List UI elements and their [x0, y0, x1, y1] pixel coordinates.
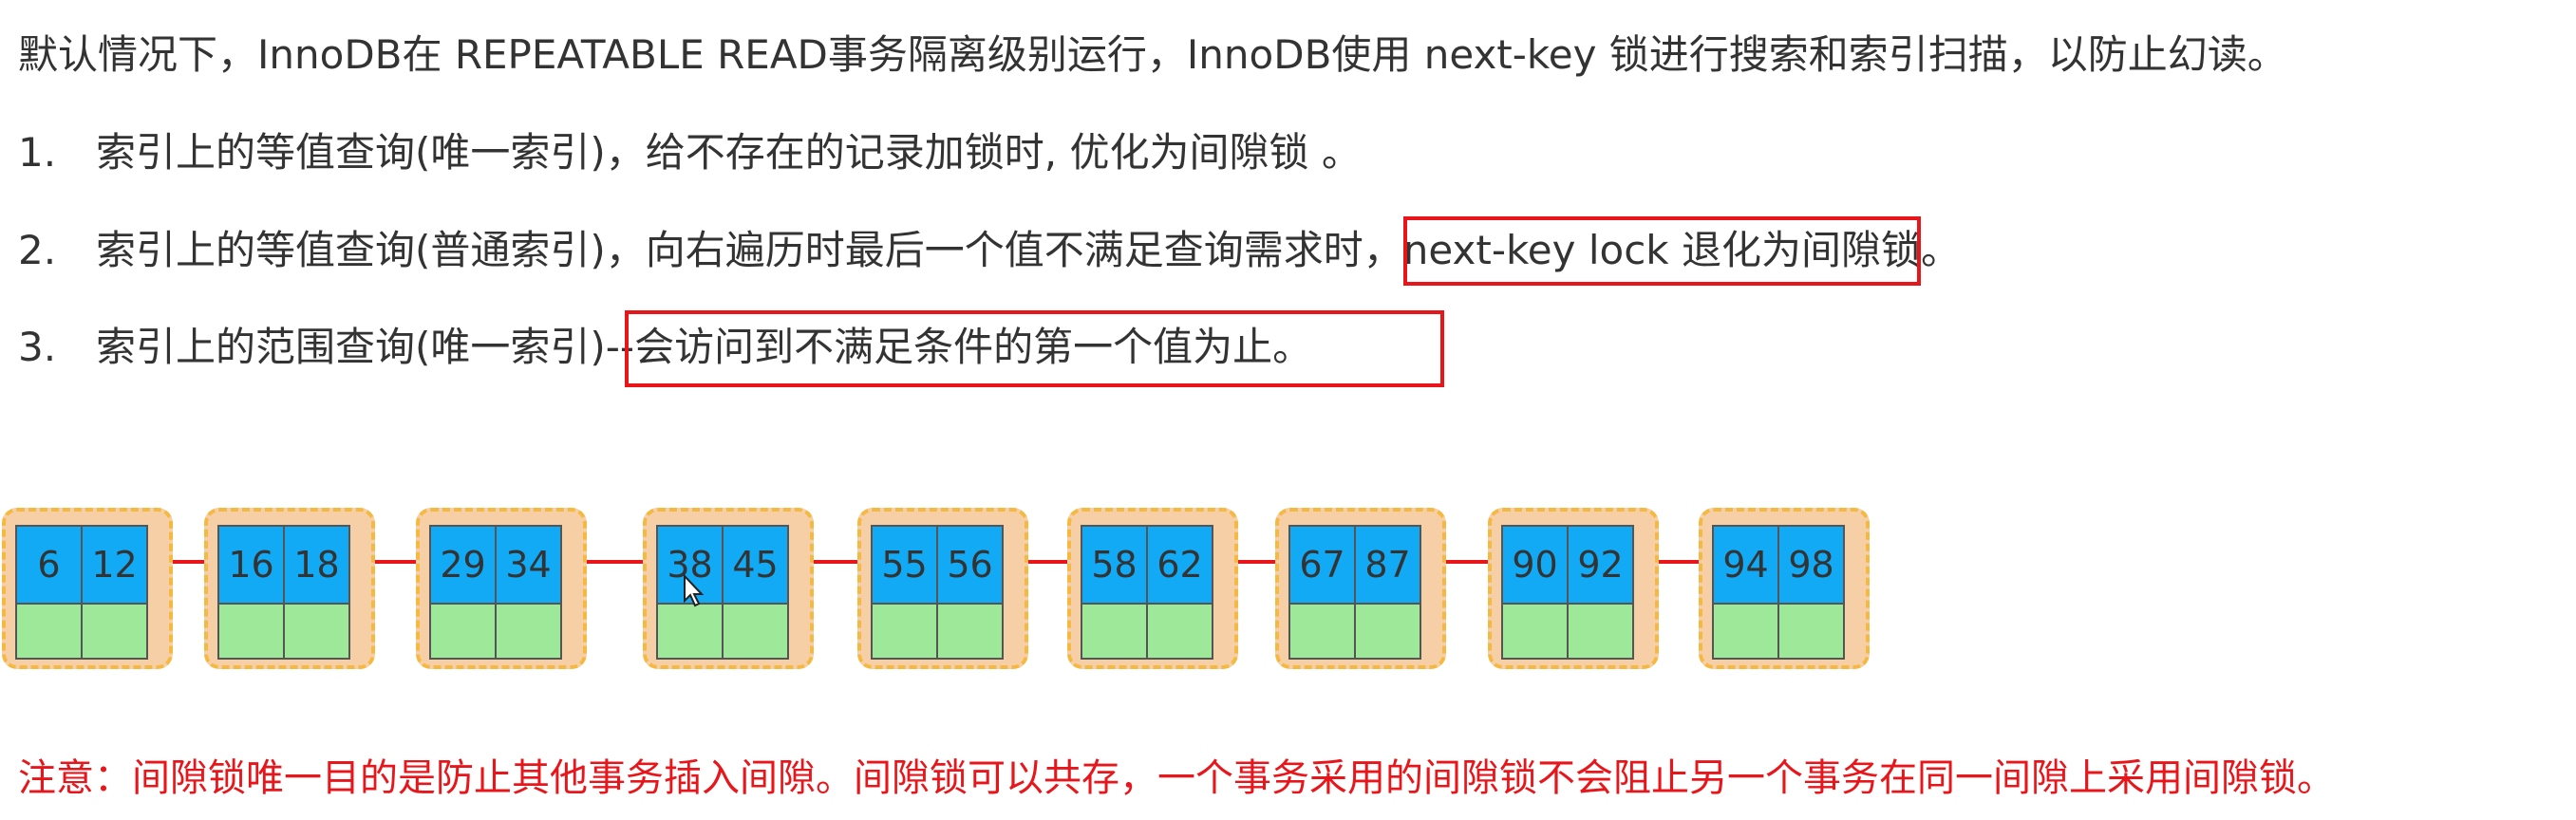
rule-item-1: 1. 索引上的等值查询(唯一索引)，给不存在的记录加锁时, 优化为间隙锁 。	[18, 126, 1362, 179]
rule-text: 索引上的范围查询(唯一索引)--	[96, 324, 635, 370]
pointer-cell	[283, 603, 350, 660]
index-key-cell: 34	[495, 525, 562, 605]
pointer-cell	[495, 603, 562, 660]
index-key-cell: 56	[936, 525, 1004, 605]
pointer-cell	[871, 603, 938, 660]
pointer-cell	[15, 603, 83, 660]
rule-number: 1.	[18, 129, 57, 176]
pointer-cell	[1501, 603, 1569, 660]
pointer-cell	[1567, 603, 1634, 660]
index-key-cell: 67	[1288, 525, 1356, 605]
rule-text: 索引上的等值查询(普通索引)，向右遍历时最后一个值不满足查询需求时，	[96, 227, 1403, 273]
highlight-box-rule-3	[625, 310, 1444, 387]
index-key-cell: 29	[429, 525, 497, 605]
index-key-cell: 6	[15, 525, 83, 605]
pointer-cell	[1081, 603, 1148, 660]
index-key-cell: 87	[1354, 525, 1421, 605]
pointer-cell	[936, 603, 1004, 660]
index-key-cell: 45	[722, 525, 789, 605]
rule-item-3: 3. 索引上的范围查询(唯一索引)--会访问到不满足条件的第一个值为止。	[18, 321, 1312, 374]
index-key-cell: 55	[871, 525, 938, 605]
rule-number: 2.	[18, 227, 57, 273]
index-key-cell: 92	[1567, 525, 1634, 605]
index-key-cell: 62	[1146, 525, 1213, 605]
intro-text: 默认情况下，InnoDB在 REPEATABLE READ事务隔离级别运行，In…	[18, 31, 2287, 78]
pointer-cell	[81, 603, 148, 660]
pointer-cell	[429, 603, 497, 660]
rule-number: 3.	[18, 324, 57, 370]
index-key-cell: 98	[1777, 525, 1845, 605]
pointer-cell	[1712, 603, 1779, 660]
pointer-cell	[722, 603, 789, 660]
rule-highlight-text: next-key lock 退化为间隙锁。	[1402, 227, 1961, 273]
rule-text: 索引上的等值查询(唯一索引)，给不存在的记录加锁时, 优化为间隙锁 。	[96, 129, 1362, 176]
pointer-cell	[1777, 603, 1845, 660]
pointer-cell	[656, 603, 724, 660]
index-key-cell: 18	[283, 525, 350, 605]
mouse-cursor-icon	[684, 574, 705, 607]
rule-item-2: 2. 索引上的等值查询(普通索引)，向右遍历时最后一个值不满足查询需求时，next…	[18, 224, 1961, 277]
index-key-cell: 90	[1501, 525, 1569, 605]
index-key-cell: 12	[81, 525, 148, 605]
index-key-cell: 58	[1081, 525, 1148, 605]
rule-highlight-text: 会访问到不满足条件的第一个值为止。	[634, 324, 1313, 370]
index-key-cell: 94	[1712, 525, 1779, 605]
note-text: 注意：间隙锁唯一目的是防止其他事务插入间隙。间隙锁可以共存，一个事务采用的间隙锁…	[18, 756, 2335, 800]
highlight-box-rule-2	[1403, 216, 1921, 286]
pointer-cell	[1354, 603, 1421, 660]
pointer-cell	[217, 603, 285, 660]
pointer-cell	[1146, 603, 1213, 660]
pointer-cell	[1288, 603, 1356, 660]
index-key-cell: 16	[217, 525, 285, 605]
